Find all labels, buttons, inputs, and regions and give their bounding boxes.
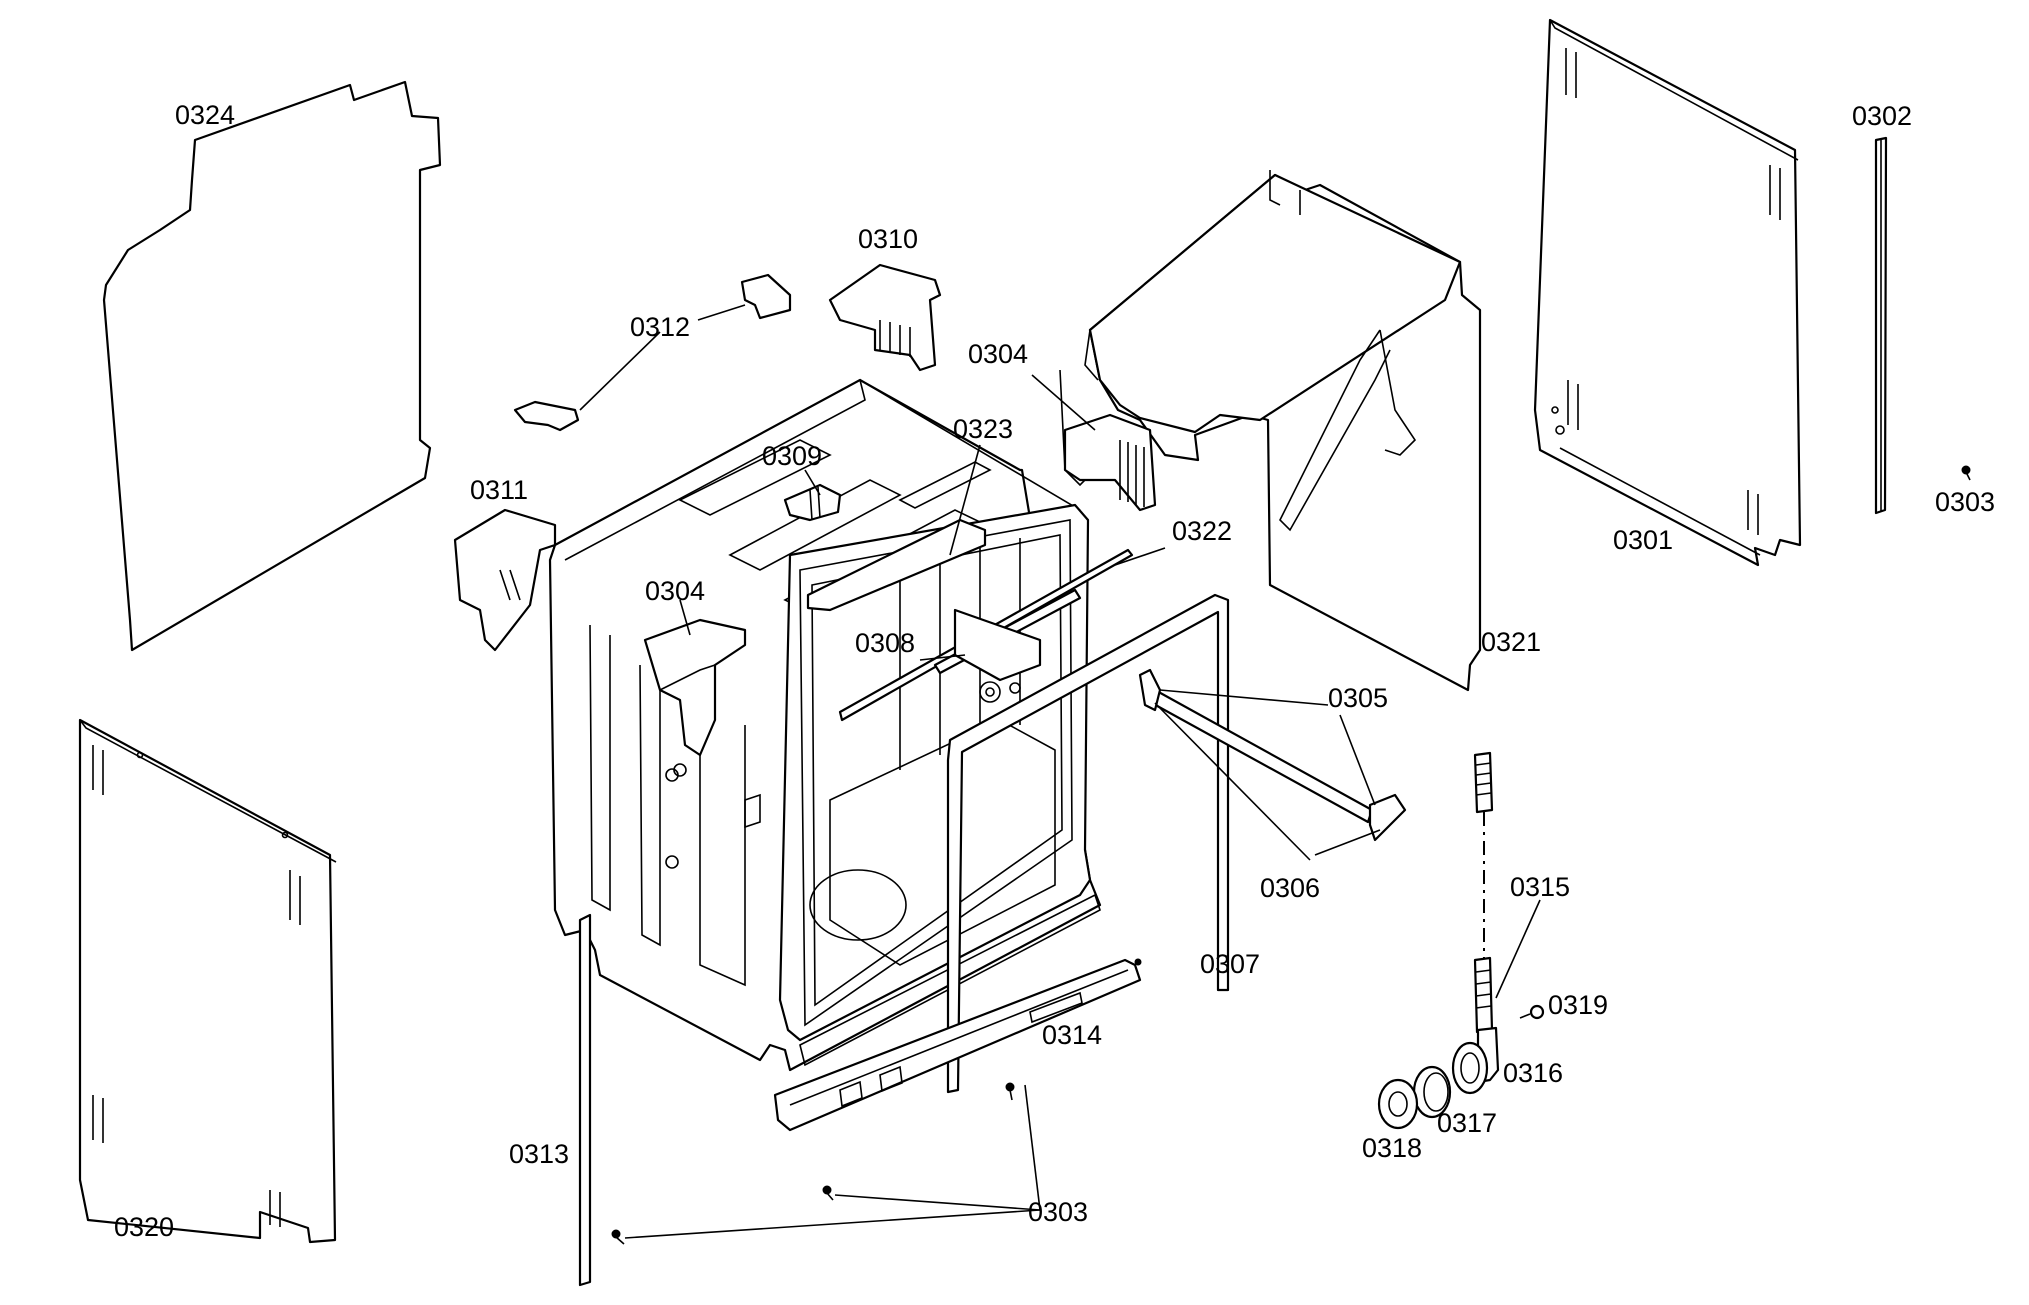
part-0303-screws-bottom (611, 1082, 1015, 1245)
part-0320-side-panel (78, 718, 337, 1244)
label-0303-right: 0303 (1935, 487, 1996, 517)
label-0319: 0319 (1548, 990, 1609, 1020)
part-0311-bracket (453, 508, 557, 652)
part-0313-seal (578, 913, 592, 1287)
label-0320: 0320 (114, 1212, 175, 1242)
part-0324-insulation-panel (102, 80, 442, 652)
part-0321-insulation-cover (1059, 170, 1482, 692)
label-0323: 0323 (953, 414, 1014, 444)
part-0302-strip (1874, 136, 1888, 515)
label-0307: 0307 (1200, 949, 1261, 979)
part-0312-bracket-upper (740, 273, 792, 320)
label-0314: 0314 (1042, 1020, 1103, 1050)
label-0322: 0322 (1172, 516, 1233, 546)
label-0304-left: 0304 (645, 576, 706, 606)
label-0308: 0308 (855, 628, 916, 658)
label-0301: 0301 (1613, 525, 1674, 555)
part-0303-screw-right (1961, 465, 1971, 481)
label-0303-bottom: 0303 (1028, 1197, 1089, 1227)
part-0312-bracket-lower (513, 400, 580, 432)
label-0321: 0321 (1481, 627, 1542, 657)
label-0324: 0324 (175, 100, 236, 130)
label-0302: 0302 (1852, 101, 1913, 131)
label-0316: 0316 (1503, 1058, 1564, 1088)
label-0317: 0317 (1437, 1108, 1498, 1138)
part-0306-clips (1138, 668, 1407, 842)
part-0315-hose (1473, 751, 1494, 1034)
part-0308-hinge (953, 608, 1042, 703)
part-0301-side-panel (1533, 18, 1802, 567)
label-0305: 0305 (1328, 683, 1389, 713)
part-0319-screw (1519, 1004, 1545, 1020)
label-0311: 0311 (470, 475, 529, 505)
label-0306: 0306 (1260, 873, 1321, 903)
part-0307-door-seal (946, 593, 1230, 1094)
label-0309: 0309 (762, 441, 823, 471)
label-0318: 0318 (1362, 1133, 1423, 1163)
part-0304-bracket-right (1063, 413, 1157, 512)
part-0318-nut (1377, 1078, 1419, 1130)
label-0313: 0313 (509, 1139, 570, 1169)
part-0304-bracket-left (643, 618, 747, 777)
label-0312: 0312 (630, 312, 691, 342)
label-0315: 0315 (1510, 872, 1571, 902)
part-0316-fitting (1451, 1026, 1500, 1095)
part-0310-bracket (828, 263, 942, 372)
part-tub-body (548, 378, 1102, 1072)
label-0304-right: 0304 (968, 339, 1029, 369)
leader-lines (579, 304, 1541, 1239)
label-0310: 0310 (858, 224, 919, 254)
part-0314-base-plate (773, 958, 1142, 1132)
